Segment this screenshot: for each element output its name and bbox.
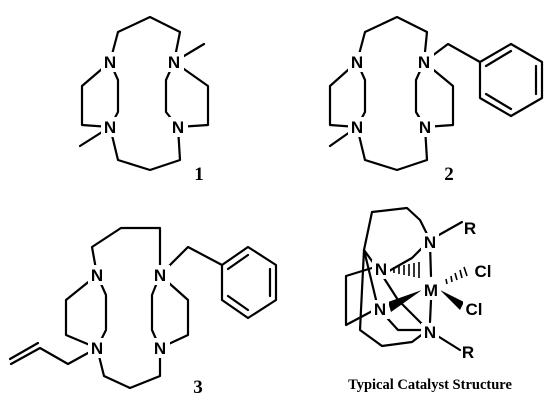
- catalyst-structure: N R N M Cl N Cl N R Typical Catalyst Str…: [344, 206, 512, 393]
- catalyst-caption: Typical Catalyst Structure: [348, 377, 512, 393]
- compound-2-phenyl-double-bonds: [484, 49, 538, 111]
- catalyst-n-label: N: [424, 323, 436, 342]
- compound-3-phenyl-double-bonds: [226, 253, 272, 312]
- catalyst-metal-label: M: [424, 281, 438, 300]
- compound-1-n-label: N: [168, 53, 180, 72]
- catalyst-cl-label: Cl: [475, 262, 492, 281]
- compound-3-allyl-bonds: [8, 341, 99, 366]
- compound-3-n-label: N: [91, 266, 103, 285]
- catalyst-hashed-bond-cl: [445, 266, 468, 285]
- compound-3-n-label: N: [154, 339, 166, 358]
- compound-3-n-label: N: [154, 266, 166, 285]
- compound-1-n-label: N: [104, 53, 116, 72]
- compound-2-n-label: N: [351, 53, 363, 72]
- catalyst-n-label: N: [374, 300, 386, 319]
- catalyst-r-label: R: [464, 219, 476, 238]
- compound-1-n-label: N: [172, 118, 184, 137]
- compound-1-n-label: N: [104, 118, 116, 137]
- catalyst-wedge-bond-n: [388, 290, 422, 312]
- catalyst-m-n-bottom-bond: [428, 298, 433, 324]
- compound-3-ring: [64, 226, 190, 390]
- compound-2: N N N N 2: [328, 15, 544, 185]
- catalyst-ring-bottom: [358, 248, 430, 348]
- compound-3-number: 3: [193, 377, 203, 398]
- compound-3-phenyl-ring: [220, 245, 278, 320]
- compound-2-number: 2: [444, 164, 454, 185]
- compound-1-number: 1: [194, 164, 204, 185]
- compound-1-ring: [80, 15, 210, 172]
- catalyst-hashed-bond-n: [393, 262, 420, 278]
- compound-2-ring: [328, 15, 455, 172]
- catalyst-n-label: N: [424, 233, 436, 252]
- catalyst-cl-label: Cl: [466, 300, 483, 319]
- compound-2-n-label: N: [418, 53, 430, 72]
- compound-2-n-label: N: [351, 118, 363, 137]
- compound-3: N N N N 3: [8, 226, 278, 398]
- catalyst-r-label: R: [462, 343, 474, 362]
- compound-3-n-label: N: [91, 339, 103, 358]
- catalyst-n-label: N: [375, 260, 387, 279]
- compound-2-n-label: N: [419, 118, 431, 137]
- catalyst-ring-top: [362, 206, 432, 252]
- catalyst-wedge-bond-cl: [440, 290, 464, 310]
- compound-2-phenyl-ring: [478, 42, 544, 118]
- compound-1: N N N N 1: [78, 15, 210, 185]
